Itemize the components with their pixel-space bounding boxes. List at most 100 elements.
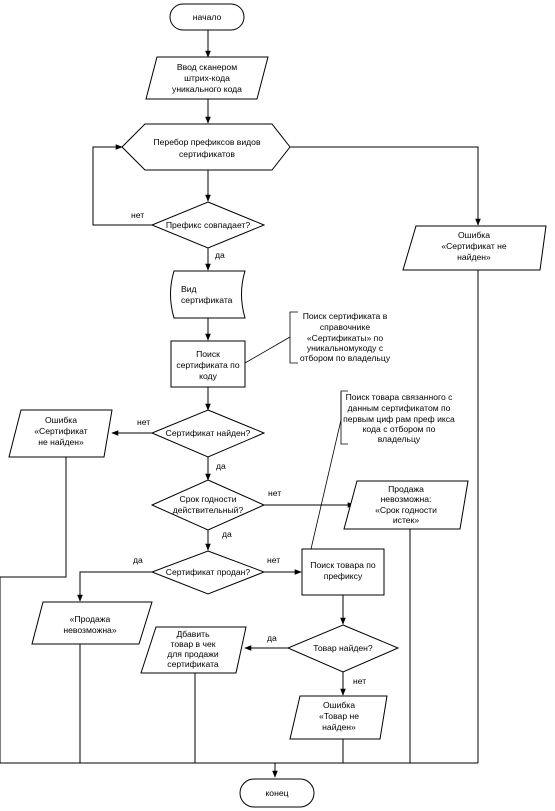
error-not-found-right-shape xyxy=(402,225,547,271)
add-to-receipt-text-4: сертификата xyxy=(167,659,219,669)
cert-type-text-1: Вид xyxy=(181,284,197,294)
cert-type-shape xyxy=(170,270,246,319)
note-connectors xyxy=(244,336,342,550)
search-product-text-1: Поиск товара по xyxy=(310,560,376,570)
scan-text-3: уникального кода xyxy=(172,84,242,94)
search-cert-note-4: уникальномукоду с xyxy=(307,343,384,353)
flow-sold-yes-to-impossible xyxy=(77,571,152,602)
scan-text-1: Ввод сканером xyxy=(177,62,237,72)
add-to-receipt-shape xyxy=(140,626,247,674)
prefix-loop-shape xyxy=(121,123,291,171)
flow-prefix-no-loopback xyxy=(92,144,152,226)
cert-found-decision-shape xyxy=(150,409,266,458)
edge-label-found-yes: да xyxy=(216,461,226,471)
connectors xyxy=(0,30,481,778)
search-cert-text-3: коду xyxy=(199,371,217,381)
expiry-label: Срок годности действительный? xyxy=(173,494,244,515)
search-product-label: Поиск товара по префиксу xyxy=(310,560,376,581)
error-right-text-1: Ошибка xyxy=(458,230,490,240)
prefix-loop-text-1: Перебор префиксов видов xyxy=(153,137,261,147)
note-line-search-cert xyxy=(244,336,291,364)
search-product-text-2: префиксу xyxy=(324,571,363,581)
search-cert-note: Поиск сертификата в справочнике «Сертифи… xyxy=(300,311,391,363)
error-product-text-3: найден» xyxy=(322,722,356,732)
error-left-text-3: не найден» xyxy=(38,437,84,447)
sale-expired-text-2: невозможна: xyxy=(381,494,432,504)
search-product-note-4: кода с отбором по xyxy=(363,424,436,434)
error-product-label: Ошибка «Товар не найден» xyxy=(319,700,359,732)
note-line-search-product xyxy=(310,392,342,550)
edge-label-found-no: нет xyxy=(137,417,150,427)
sale-expired-text-3: «Срок годности xyxy=(375,505,437,515)
search-cert-text-2: сертификата по xyxy=(176,360,239,370)
search-cert-text-1: Поиск xyxy=(196,349,220,359)
error-right-text-2: «Сертификат не xyxy=(441,241,507,251)
prefix-match-text: Префикс совпадает? xyxy=(166,220,251,230)
cert-sold-label: Сертификат продан? xyxy=(166,567,251,577)
cert-sold-text: Сертификат продан? xyxy=(166,567,251,577)
cert-found-text: Сертификат найден? xyxy=(166,428,251,438)
scan-input-shape xyxy=(145,56,269,100)
product-found-decision-shape xyxy=(286,624,400,673)
edge-label-product-yes: да xyxy=(267,633,277,643)
sale-impossible-text-2: невозможна» xyxy=(63,625,116,635)
error-product-text-2: «Товар не xyxy=(319,711,359,721)
sale-impossible-label: «Продажа невозможна» xyxy=(63,614,116,635)
error-product-shape xyxy=(289,695,388,740)
end-text: конец xyxy=(265,788,288,798)
search-cert-note-3: «Сертификаты» по xyxy=(307,333,383,343)
scan-text-2: штрих-кода xyxy=(184,73,230,83)
search-product-note-1: Поиск товара связанного с xyxy=(346,392,454,402)
scan-label: Ввод сканером штрих-кода уникального код… xyxy=(172,62,242,94)
prefix-loop-text-2: сертификатов xyxy=(179,149,235,159)
edge-label-prefix-no: нет xyxy=(131,210,144,220)
edge-labels: нет да нет да нет да да нет да нет xyxy=(131,210,366,686)
error-not-found-left-shape xyxy=(8,409,113,458)
cert-type-text-2: сертификата xyxy=(181,295,233,305)
search-product-note-5: владельцу xyxy=(378,434,421,444)
cert-sold-decision-shape xyxy=(150,550,266,595)
start-terminal xyxy=(169,3,245,31)
search-cert-note-5: отбором по владельцу xyxy=(300,353,391,363)
end-terminal xyxy=(239,778,315,808)
error-left-label: Ошибка «Сертификат не найден» xyxy=(34,415,88,447)
prefix-decision-shape xyxy=(150,201,266,249)
start-text: начало xyxy=(193,12,222,22)
flow-error-left-down xyxy=(0,457,260,764)
note-bracket-search-product xyxy=(340,390,348,445)
search-product-note-2: данным сертификатом по xyxy=(348,403,451,413)
search-cert-note-1: Поиск сертификата в xyxy=(303,311,388,321)
expiry-decision-shape xyxy=(150,479,266,531)
sale-expired-shape xyxy=(343,480,469,530)
error-left-text-2: «Сертификат xyxy=(34,426,88,436)
error-right-text-3: найден» xyxy=(457,252,491,262)
end-label: конец xyxy=(265,788,288,798)
note-bracket-search-cert xyxy=(289,311,298,364)
prefix-loop-label: Перебор префиксов видов сертификатов xyxy=(153,137,261,159)
error-right-label: Ошибка «Сертификат не найден» xyxy=(441,230,507,262)
edge-label-expiry-yes: да xyxy=(222,529,232,539)
search-cert-label: Поиск сертификата по коду xyxy=(176,349,239,381)
sale-expired-text-1: Продажа xyxy=(388,484,424,494)
search-product-note-3: первым циф рам преф икса xyxy=(343,414,455,424)
product-found-label: Товар найден? xyxy=(313,643,373,653)
expiry-text-1: Срок годности xyxy=(179,494,236,504)
cert-type-label: Вид сертификата xyxy=(181,284,233,305)
search-cert-shape xyxy=(170,340,246,388)
expiry-text-2: действительный? xyxy=(173,505,244,515)
search-product-note: Поиск товара связанного с данным сертифи… xyxy=(343,392,455,444)
product-found-text: Товар найден? xyxy=(313,643,373,653)
sale-expired-text-4: истек» xyxy=(393,515,419,525)
add-to-receipt-text-3: для продажи xyxy=(167,649,219,659)
start-label: начало xyxy=(193,12,222,22)
edge-label-expiry-no: нет xyxy=(268,488,281,498)
add-to-receipt-label: Дбавить товар в чек для продажи сертифик… xyxy=(167,629,219,669)
search-product-shape xyxy=(301,548,385,596)
edge-label-sold-no: нет xyxy=(267,555,280,565)
edge-label-sold-yes: да xyxy=(133,555,143,565)
sale-impossible-shape xyxy=(31,601,153,645)
flow-loop-exit-to-error xyxy=(290,146,481,226)
sale-expired-label: Продажа невозможна: «Срок годности истек… xyxy=(375,484,437,525)
add-to-receipt-text-1: Дбавить xyxy=(176,629,210,639)
